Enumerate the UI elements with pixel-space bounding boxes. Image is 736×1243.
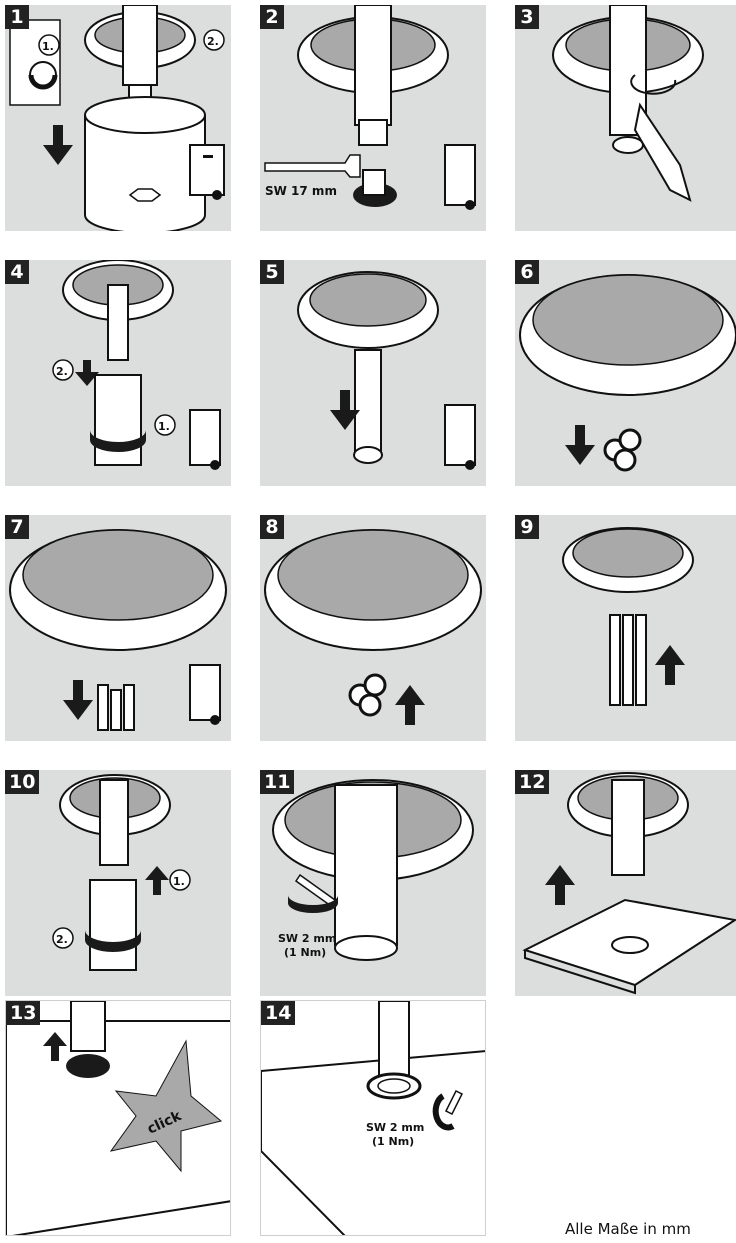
tool-size-label: SW 2 mm — [278, 932, 336, 945]
step-10-mark-b: 2. — [56, 933, 68, 946]
step-7-illustration — [5, 515, 231, 741]
arrow-up-icon — [545, 865, 575, 905]
step-2-panel: 2 SW 17 mm — [260, 5, 486, 231]
arrow-down-icon — [43, 125, 73, 165]
step-10-illustration: 1. 2. — [5, 770, 231, 996]
step-5-panel: 5 — [260, 260, 486, 486]
step-number: 14 — [261, 1001, 295, 1025]
step-1-mark-b: 2. — [207, 35, 219, 48]
step-11-illustration: SW 2 mm (1 Nm) — [260, 770, 486, 996]
step-14-illustration: SW 2 mm (1 Nm) — [261, 1001, 486, 1236]
trash-bin-icon — [190, 145, 224, 200]
step-number: 13 — [6, 1001, 40, 1025]
step-3-panel: 3 — [515, 5, 736, 231]
arrow-down-icon — [63, 680, 93, 720]
step-8-illustration — [260, 515, 486, 741]
step-7-panel: 7 — [5, 515, 231, 741]
step-14-panel: 14 SW 2 mm (1 Nm) — [260, 1000, 486, 1236]
trash-bin-icon — [445, 145, 475, 210]
screwdriver-icon — [635, 105, 690, 200]
step-1-panel: 1 1. 2. — [5, 5, 231, 231]
step-10-mark-a: 1. — [173, 875, 185, 888]
torque-label: (1 Nm) — [372, 1135, 414, 1148]
trash-bin-icon — [445, 405, 475, 470]
step-4-mark-b: 1. — [158, 420, 170, 433]
step-number: 1 — [5, 5, 29, 29]
step-number: 5 — [260, 260, 284, 284]
step-2-illustration: SW 17 mm — [260, 5, 486, 231]
step-number: 2 — [260, 5, 284, 29]
step-12-illustration — [515, 770, 736, 996]
arrow-up-icon — [655, 645, 685, 685]
torque-label: (1 Nm) — [284, 946, 326, 959]
arrow-down-icon — [565, 425, 595, 465]
step-number: 6 — [515, 260, 539, 284]
step-9-illustration — [515, 515, 736, 741]
step-number: 10 — [5, 770, 39, 794]
step-3-illustration — [515, 5, 736, 231]
step-8-panel: 8 — [260, 515, 486, 741]
wrench-icon — [265, 155, 360, 177]
hex-key-icon — [296, 875, 335, 906]
step-1-mark-a: 1. — [42, 40, 54, 53]
step-number: 8 — [260, 515, 284, 539]
step-4-illustration: 2. 1. — [5, 260, 231, 486]
arrow-up-icon — [145, 866, 169, 895]
step-number: 7 — [5, 515, 29, 539]
tool-size-label: SW 2 mm — [366, 1121, 424, 1134]
step-11-panel: 11 SW 2 mm (1 Nm) — [260, 770, 486, 996]
step-number: 9 — [515, 515, 539, 539]
step-12-panel: 12 — [515, 770, 736, 996]
step-13-illustration: click — [6, 1001, 231, 1236]
step-10-panel: 10 1. 2. — [5, 770, 231, 996]
step-13-panel: 13 click — [5, 1000, 231, 1236]
step-4-panel: 4 2. 1. — [5, 260, 231, 486]
step-number: 11 — [260, 770, 294, 794]
step-6-panel: 6 — [515, 260, 736, 486]
step-number: 4 — [5, 260, 29, 284]
units-note: Alle Maße in mm — [565, 1220, 691, 1238]
wrench-size-label: SW 17 mm — [265, 184, 337, 198]
step-number: 3 — [515, 5, 539, 29]
step-1-illustration: 1. 2. — [5, 5, 231, 231]
step-4-mark-a: 2. — [56, 365, 68, 378]
arrow-up-icon — [395, 685, 425, 725]
trash-bin-icon — [190, 665, 220, 725]
step-5-illustration — [260, 260, 486, 486]
step-number: 12 — [515, 770, 549, 794]
trash-bin-icon — [190, 410, 220, 470]
step-9-panel: 9 — [515, 515, 736, 741]
step-6-illustration — [515, 260, 736, 486]
